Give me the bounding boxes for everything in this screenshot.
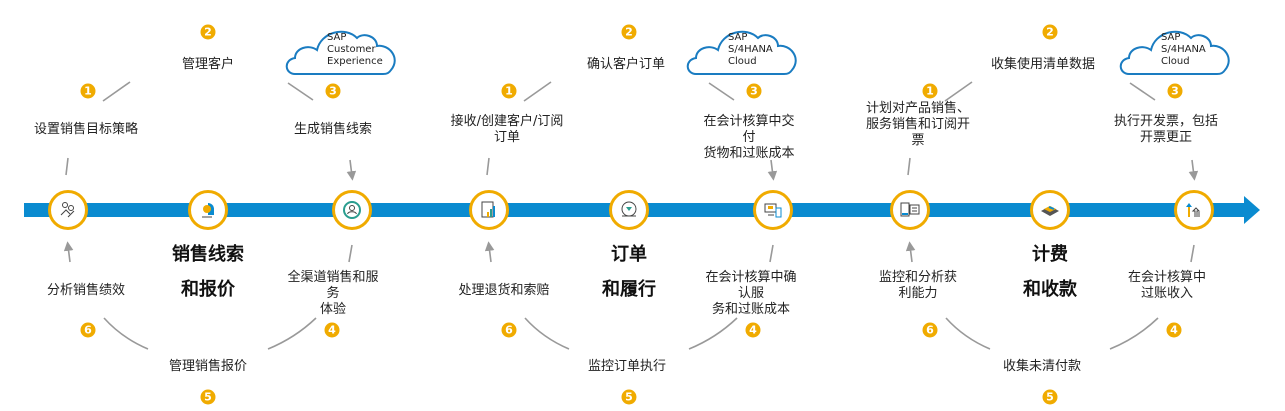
milestone-node xyxy=(188,190,228,230)
cloud-icon xyxy=(285,30,396,75)
step-2-number-badge: 2 xyxy=(200,24,216,40)
step-1-number-badge: 1 xyxy=(501,83,517,99)
milestone-node xyxy=(48,190,88,230)
milestone-node xyxy=(469,190,509,230)
phase-title-line2: 和报价 xyxy=(181,279,235,300)
invoice-icon xyxy=(899,200,921,220)
timeline-arrowhead xyxy=(1244,196,1260,224)
step-6-label: 处理退货和索赔 xyxy=(458,283,550,298)
collaboration-icon xyxy=(58,200,78,220)
milestone-node xyxy=(753,190,793,230)
step-5-number-badge: 5 xyxy=(1042,389,1058,405)
phase-title-line1: 订单 xyxy=(611,244,647,265)
devices-icon xyxy=(763,200,783,220)
cloud-label: SAP S/4HANA Cloud xyxy=(1161,32,1206,67)
cloud-icon xyxy=(1119,30,1230,75)
step-4-number-badge: 4 xyxy=(324,322,340,338)
premium-service-icon xyxy=(619,200,639,220)
step-3-number-badge: 3 xyxy=(746,83,762,99)
cloud-icon xyxy=(686,30,797,75)
step-2-label: 管理客户 xyxy=(181,57,235,72)
cloud-label: SAP S/4HANA Cloud xyxy=(728,32,773,67)
step-3-number-badge: 3 xyxy=(325,83,341,99)
step-3-label: 生成销售线索 xyxy=(293,122,373,137)
phase-title-line1: 销售线索 xyxy=(172,244,244,265)
step-5-label: 管理销售报价 xyxy=(168,359,248,374)
step-6-number-badge: 6 xyxy=(80,322,96,338)
process-panel-3: SAP S/4HANA Cloud 计划对产品销售、 服务销售和订阅开 票 1 收集使… xyxy=(842,0,1272,411)
cycle-connector-lines xyxy=(905,81,1199,350)
phase-title-line2: 和收款 xyxy=(1023,279,1077,300)
cloud-label: SAP Customer Experience xyxy=(327,32,383,67)
step-4-label: 全渠道销售和服务 体验 xyxy=(287,270,379,317)
phase-title-line2: 和履行 xyxy=(602,279,656,300)
step-4-label: 在会计核算中 过账收入 xyxy=(1127,270,1207,301)
report-chart-icon xyxy=(479,200,499,220)
user-profile-icon xyxy=(342,200,362,220)
step-2-label: 收集使用清单数据 xyxy=(990,57,1096,72)
step-6-number-badge: 6 xyxy=(501,322,517,338)
step-5-number-badge: 5 xyxy=(621,389,637,405)
cycle-connector-lines xyxy=(484,81,778,350)
step-6-label: 分析销售绩效 xyxy=(46,283,126,298)
step-6-number-badge: 6 xyxy=(922,322,938,338)
growth-arrows-icon xyxy=(1184,200,1204,220)
step-5-label: 监控订单执行 xyxy=(587,359,667,374)
step-2-number-badge: 2 xyxy=(621,24,637,40)
step-1-label: 计划对产品销售、 服务销售和订阅开 票 xyxy=(865,101,971,148)
phase-title-line1: 计费 xyxy=(1032,244,1068,265)
step-4-label: 在会计核算中确认服 务和过账成本 xyxy=(705,270,797,317)
step-4-number-badge: 4 xyxy=(1166,322,1182,338)
milestone-node xyxy=(609,190,649,230)
step-6-label: 监控和分析获 利能力 xyxy=(878,270,958,301)
step-5-label: 收集未清付款 xyxy=(1002,359,1082,374)
cycle-connector-lines xyxy=(63,81,357,350)
cloud-badge: SAP S/4HANA Cloud xyxy=(1117,22,1237,78)
step-2-number-badge: 2 xyxy=(1042,24,1058,40)
step-5-number-badge: 5 xyxy=(200,389,216,405)
cash-stack-icon xyxy=(1039,200,1061,220)
process-panel-2: SAP S/4HANA Cloud 接收/创建客户/订阅 订单 1 确认客户订单 2 在会… xyxy=(421,0,851,411)
process-panel-1: SAP Customer Experience 设置销售目标策略 1 管理客户 2 生成销… xyxy=(0,0,430,411)
step-1-number-badge: 1 xyxy=(922,83,938,99)
milestone-node xyxy=(890,190,930,230)
step-3-label: 在会计核算中交付 货物和过账成本 xyxy=(703,114,795,161)
milestone-node xyxy=(332,190,372,230)
cloud-badge: SAP Customer Experience xyxy=(283,22,403,78)
step-2-label: 确认客户订单 xyxy=(586,57,666,72)
step-3-number-badge: 3 xyxy=(1167,83,1183,99)
milestone-node xyxy=(1174,190,1214,230)
customer-service-icon xyxy=(198,200,218,220)
step-4-number-badge: 4 xyxy=(745,322,761,338)
step-1-label: 设置销售目标策略 xyxy=(33,122,139,137)
milestone-node xyxy=(1030,190,1070,230)
step-3-label: 执行开发票，包括 开票更正 xyxy=(1113,114,1219,145)
cloud-badge: SAP S/4HANA Cloud xyxy=(684,22,804,78)
step-1-number-badge: 1 xyxy=(80,83,96,99)
step-1-label: 接收/创建客户/订阅 订单 xyxy=(450,114,564,145)
